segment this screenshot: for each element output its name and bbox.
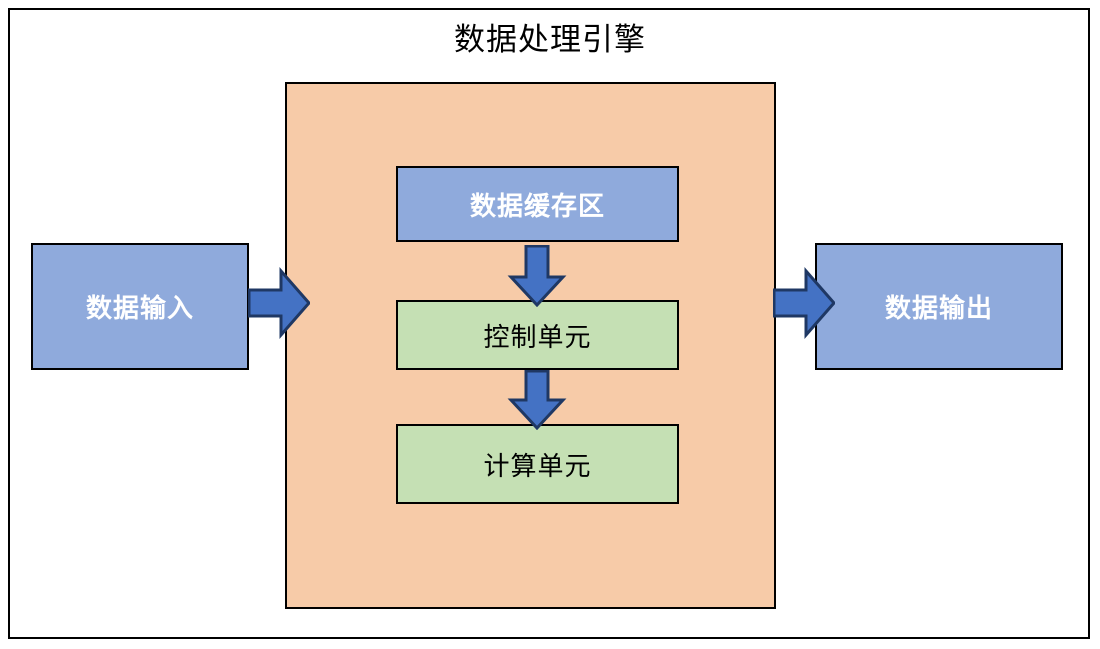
node-data-input-label: 数据输入 <box>85 293 194 323</box>
node-compute-unit-label: 计算单元 <box>483 450 592 481</box>
page-title: 数据处理引擎 <box>454 22 646 57</box>
node-data-output[interactable]: 数据输出 <box>815 243 1063 370</box>
node-data-cache-label: 数据缓存区 <box>469 190 605 221</box>
node-data-input[interactable]: 数据输入 <box>31 243 249 370</box>
node-data-output-label: 数据输出 <box>884 293 993 323</box>
node-control-unit[interactable]: 控制单元 <box>396 300 679 370</box>
arrow-right-input-to-engine <box>248 267 310 339</box>
arrow-down-control-to-compute <box>506 370 568 430</box>
node-data-cache[interactable]: 数据缓存区 <box>396 166 679 242</box>
node-compute-unit[interactable]: 计算单元 <box>396 424 679 504</box>
node-control-unit-label: 控制单元 <box>483 321 592 352</box>
arrow-right-engine-to-output <box>773 267 835 339</box>
arrow-down-cache-to-control <box>506 245 568 307</box>
